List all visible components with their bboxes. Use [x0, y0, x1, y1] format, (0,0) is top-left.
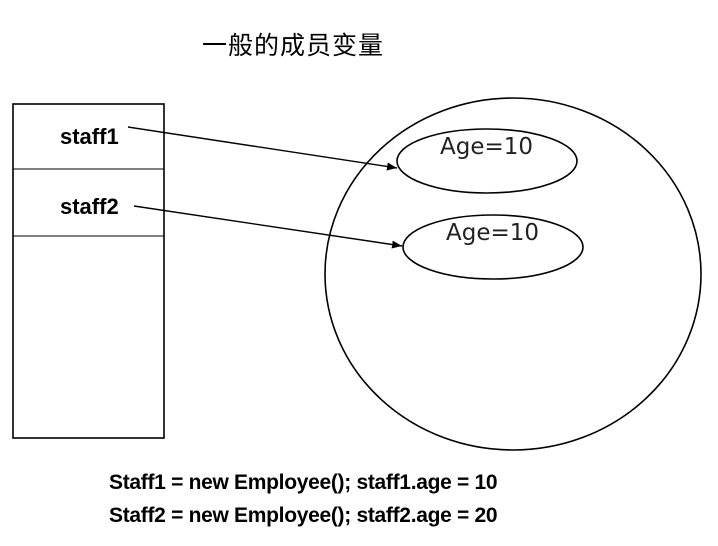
code-line-1: Staff1 = new Employee(); staff1.age = 10 [109, 471, 498, 494]
heap-object-2 [402, 214, 584, 280]
stack-cell-staff2: staff2 [60, 194, 119, 219]
stack-box: staff1 staff2 [12, 103, 165, 439]
reference-arrow-staff2 [133, 205, 403, 249]
stack-outline [12, 103, 165, 439]
stack-cell-staff1: staff1 [60, 124, 119, 149]
diagram-title: 一般的成员变量 [202, 31, 385, 60]
heap-object-1-label: Age=10 [440, 134, 533, 160]
heap-object-1 [396, 128, 578, 194]
heap-area: Age=10 Age=10 [324, 97, 702, 451]
heap-circle [324, 97, 702, 451]
reference-arrow-staff1 [127, 126, 398, 171]
code-line-2: Staff2 = new Employee(); staff2.age = 20 [109, 504, 498, 527]
heap-object-2-label: Age=10 [446, 220, 539, 246]
